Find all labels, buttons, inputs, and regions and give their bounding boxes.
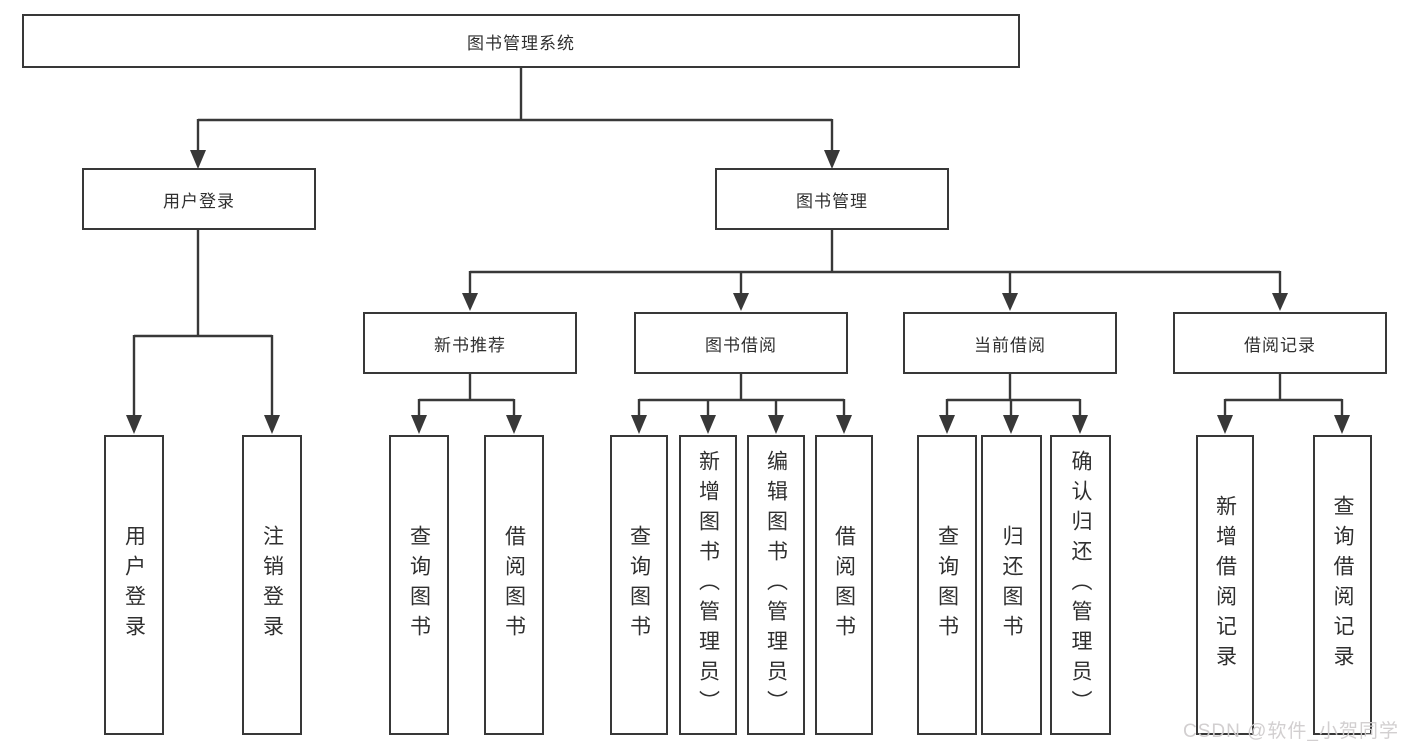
leaf-edit-books-admin: 编辑图书（管理员） (747, 435, 805, 735)
leaf-query-books-borrow: 查询图书 (610, 435, 668, 735)
node-label: 图书借阅 (705, 335, 777, 355)
node-current-borrow: 当前借阅 (903, 312, 1117, 374)
leaf-label: 查询图书 (407, 525, 431, 645)
leaf-return-books: 归还图书 (981, 435, 1042, 735)
leaf-confirm-return-admin: 确认归还（管理员） (1050, 435, 1111, 735)
csdn-watermark: CSDN @软件_小贺同学 (1183, 721, 1399, 742)
leaf-label: 查询图书 (627, 525, 651, 645)
leaf-label: 新增借阅记录 (1213, 495, 1237, 675)
leaf-label: 借阅图书 (832, 525, 856, 645)
leaf-label: 注销登录 (260, 525, 284, 645)
node-label: 图书管理系统 (467, 33, 575, 53)
node-label: 图书管理 (796, 191, 868, 211)
leaf-borrow-books-recommend: 借阅图书 (484, 435, 544, 735)
leaf-logout: 注销登录 (242, 435, 302, 735)
leaf-label: 查询借阅记录 (1331, 495, 1354, 675)
leaf-label: 借阅图书 (502, 525, 526, 645)
leaf-query-books-recommend: 查询图书 (389, 435, 449, 735)
leaf-query-books-current: 查询图书 (917, 435, 977, 735)
node-label: 新书推荐 (434, 335, 506, 355)
node-book-borrow: 图书借阅 (634, 312, 848, 374)
leaf-label: 编辑图书（管理员） (764, 450, 788, 720)
node-label: 当前借阅 (974, 335, 1046, 355)
leaf-label: 新增图书（管理员） (696, 450, 720, 720)
leaf-add-books-admin: 新增图书（管理员） (679, 435, 737, 735)
leaf-label: 确认归还（管理员） (1069, 450, 1092, 720)
node-new-book-recommend: 新书推荐 (363, 312, 577, 374)
node-label: 借阅记录 (1244, 335, 1316, 355)
leaf-label: 用户登录 (122, 525, 146, 645)
leaf-user-login: 用户登录 (104, 435, 164, 735)
node-borrow-records: 借阅记录 (1173, 312, 1387, 374)
leaf-query-borrow-record: 查询借阅记录 (1313, 435, 1372, 735)
arrowhead-icons (126, 150, 1350, 434)
leaf-label: 归还图书 (1000, 525, 1023, 645)
node-book-management-branch: 图书管理 (715, 168, 949, 230)
node-user-login-branch: 用户登录 (82, 168, 316, 230)
node-library-management-system: 图书管理系统 (22, 14, 1020, 68)
leaf-label: 查询图书 (935, 525, 959, 645)
node-label: 用户登录 (163, 191, 235, 211)
leaf-add-borrow-record: 新增借阅记录 (1196, 435, 1254, 735)
leaf-borrow-books: 借阅图书 (815, 435, 873, 735)
